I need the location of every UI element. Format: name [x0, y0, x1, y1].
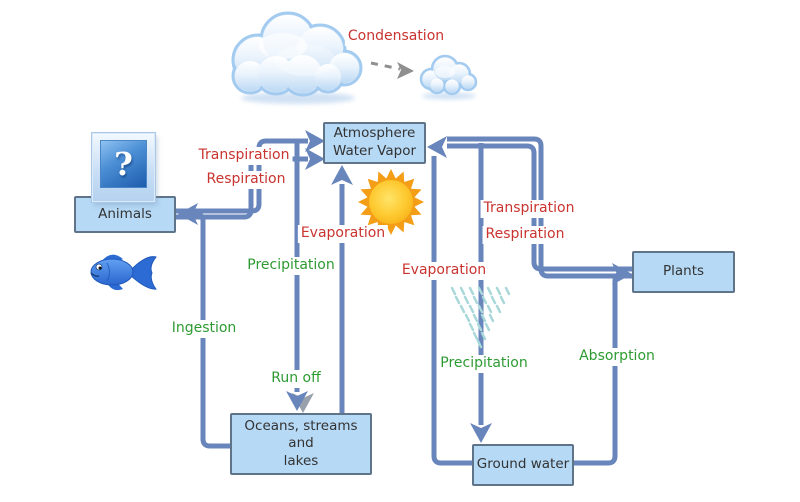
- label-respiration-right: Respiration: [482, 226, 568, 244]
- label-transpiration-left: Transpiration: [195, 147, 293, 165]
- node-animals: Animals: [74, 196, 176, 233]
- arrow-into-groundwater: [470, 423, 492, 443]
- node-ground-water: Ground water: [472, 444, 574, 486]
- arrow-into-atmosphere-right: [427, 136, 447, 158]
- arrow-evaporation-up: [331, 165, 353, 185]
- cloud-large-icon: [231, 11, 363, 104]
- label-precipitation-left: Precipitation: [244, 257, 338, 275]
- label-runoff: Run off: [268, 370, 324, 388]
- node-animals-label: Animals: [98, 205, 152, 222]
- fish-icon: [90, 254, 157, 291]
- rain-spray-icon: [450, 286, 511, 349]
- arrowheads: [178, 130, 632, 443]
- node-atmosphere-line1: Atmosphere: [333, 125, 416, 142]
- arrow-into-atmosphere-lower-left: [305, 148, 325, 170]
- node-plants-label: Plants: [662, 263, 705, 280]
- connector-evaporation-right: [431, 156, 472, 466]
- cloud-small-icon: [419, 54, 478, 100]
- label-evaporation-center: Evaporation: [297, 225, 389, 243]
- node-atmosphere-line2: Water Vapor: [332, 143, 417, 159]
- sun-icon: [358, 169, 424, 235]
- arrow-runoff-down: [286, 391, 308, 411]
- label-absorption: Absorption: [576, 348, 658, 366]
- label-transpiration-right: Transpiration: [480, 200, 578, 218]
- node-oceans-line2: lakes: [283, 452, 319, 469]
- arrow-into-plants: [612, 263, 632, 285]
- condensation-arrow: [370, 61, 414, 79]
- node-oceans-line1: Oceans, streams and: [244, 417, 358, 452]
- connector-absorption: [573, 271, 623, 466]
- label-respiration-left: Respiration: [203, 171, 289, 189]
- node-atmosphere-water-vapor: Atmosphere Water Vapor: [323, 122, 426, 164]
- question-mark-glyph: ?: [114, 145, 133, 183]
- label-ingestion: Ingestion: [168, 320, 240, 338]
- image-placeholder-icon: ?: [91, 132, 156, 203]
- node-plants: Plants: [632, 251, 735, 293]
- node-groundwater-label: Ground water: [476, 456, 570, 473]
- question-mark-icon: ?: [100, 140, 147, 188]
- label-condensation: Condensation: [344, 28, 448, 46]
- label-precipitation-right: Precipitation: [437, 355, 531, 373]
- node-oceans-streams-lakes: Oceans, streams and lakes: [230, 413, 372, 475]
- label-evaporation-right: Evaporation: [398, 262, 490, 280]
- arrow-into-animals: [178, 203, 198, 225]
- arrow-into-atmosphere-upper-left: [305, 130, 325, 152]
